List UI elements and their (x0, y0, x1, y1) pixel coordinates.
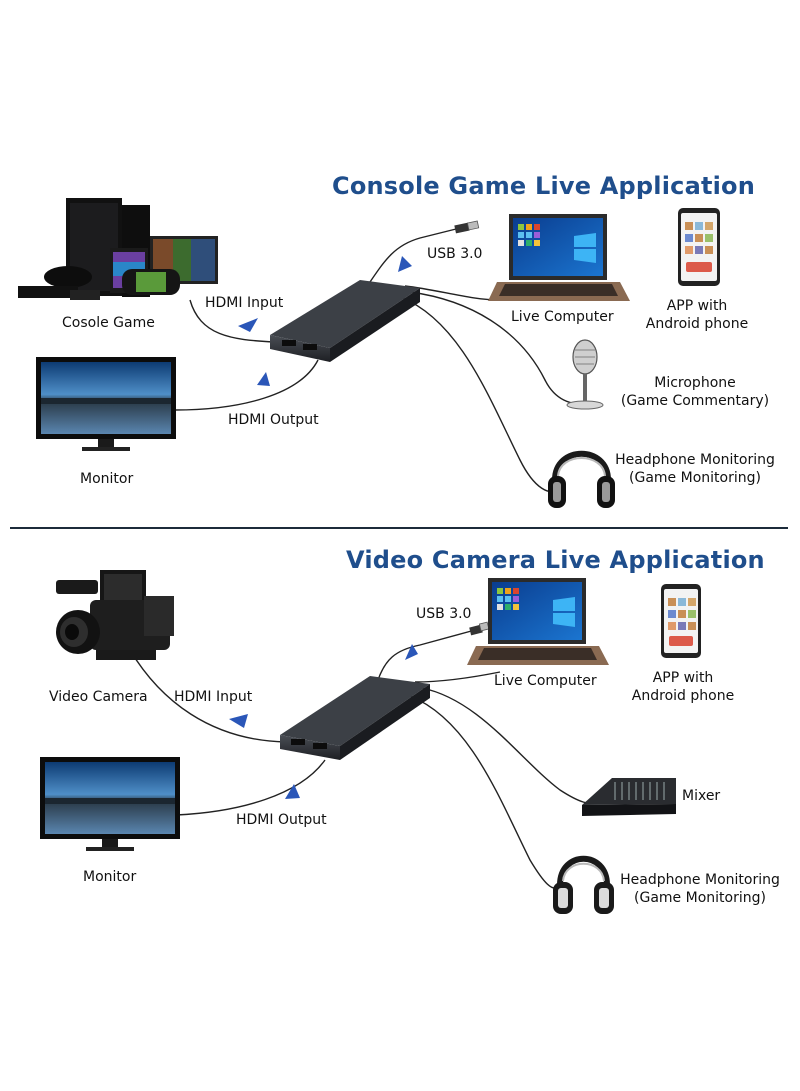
headphone-1 (548, 450, 615, 508)
app-label-2-line1: APP with (652, 670, 714, 686)
mixer-image (582, 778, 676, 816)
monitor-1 (36, 357, 176, 451)
headphone-label-2-line1: Headphone Monitoring (620, 872, 780, 888)
headphone-label-1-line2: (Game Monitoring) (629, 470, 761, 486)
app-label-1-line1: APP with (666, 298, 728, 314)
usb-plug-1 (454, 220, 480, 234)
monitor-label-2: Monitor (83, 869, 137, 885)
section2-arrows (229, 644, 418, 799)
microphone-label-line1: Microphone (654, 375, 736, 391)
video-camera-image (56, 570, 174, 660)
monitor-2 (40, 757, 180, 851)
hdmi-input-label-2: HDMI Input (174, 689, 253, 705)
hdmi-input-label-1: HDMI Input (205, 295, 284, 311)
capture-box-2 (280, 676, 430, 760)
headphone-label-1-line1: Headphone Monitoring (615, 452, 775, 468)
console-game-image (18, 198, 218, 300)
section2-cables (129, 629, 599, 890)
mixer-label: Mixer (682, 788, 721, 804)
laptop-1 (488, 214, 630, 301)
section2-title: Video Camera Live Application (346, 546, 765, 574)
usb-label-2: USB 3.0 (416, 606, 472, 622)
monitor-label-1: Monitor (80, 471, 134, 487)
console-game-label: Cosole Game (62, 315, 155, 331)
app-label-1: APP with Android phone (638, 297, 756, 333)
microphone-1 (566, 339, 604, 410)
headphone-label-2: Headphone Monitoring (Game Monitoring) (610, 871, 790, 907)
hdmi-output-label-1: HDMI Output (228, 412, 319, 428)
phone-2 (661, 584, 701, 658)
headphone-2 (553, 855, 614, 914)
computer-label-1: Live Computer (511, 309, 614, 325)
video-camera-label: Video Camera (49, 689, 148, 705)
section1-arrows (238, 256, 412, 386)
section-divider (10, 527, 788, 529)
microphone-label-line2: (Game Commentary) (620, 393, 770, 409)
microphone-label: Microphone (Game Commentary) (610, 374, 780, 410)
section1-cables (174, 227, 591, 493)
capture-box-1 (270, 280, 420, 362)
usb-label-1: USB 3.0 (427, 246, 483, 262)
headphone-label-1: Headphone Monitoring (Game Monitoring) (605, 451, 785, 487)
headphone-label-2-line2: (Game Monitoring) (634, 890, 766, 906)
section1-title: Console Game Live Application (332, 172, 756, 200)
app-label-1-line2: Android phone (645, 316, 749, 332)
laptop-2 (467, 578, 609, 665)
computer-label-2: Live Computer (494, 673, 597, 689)
app-label-2-line2: Android phone (631, 688, 735, 704)
app-label-2: APP with Android phone (623, 669, 743, 705)
phone-1 (678, 208, 720, 286)
hdmi-output-label-2: HDMI Output (236, 812, 327, 828)
usb-plug-2 (469, 621, 490, 636)
